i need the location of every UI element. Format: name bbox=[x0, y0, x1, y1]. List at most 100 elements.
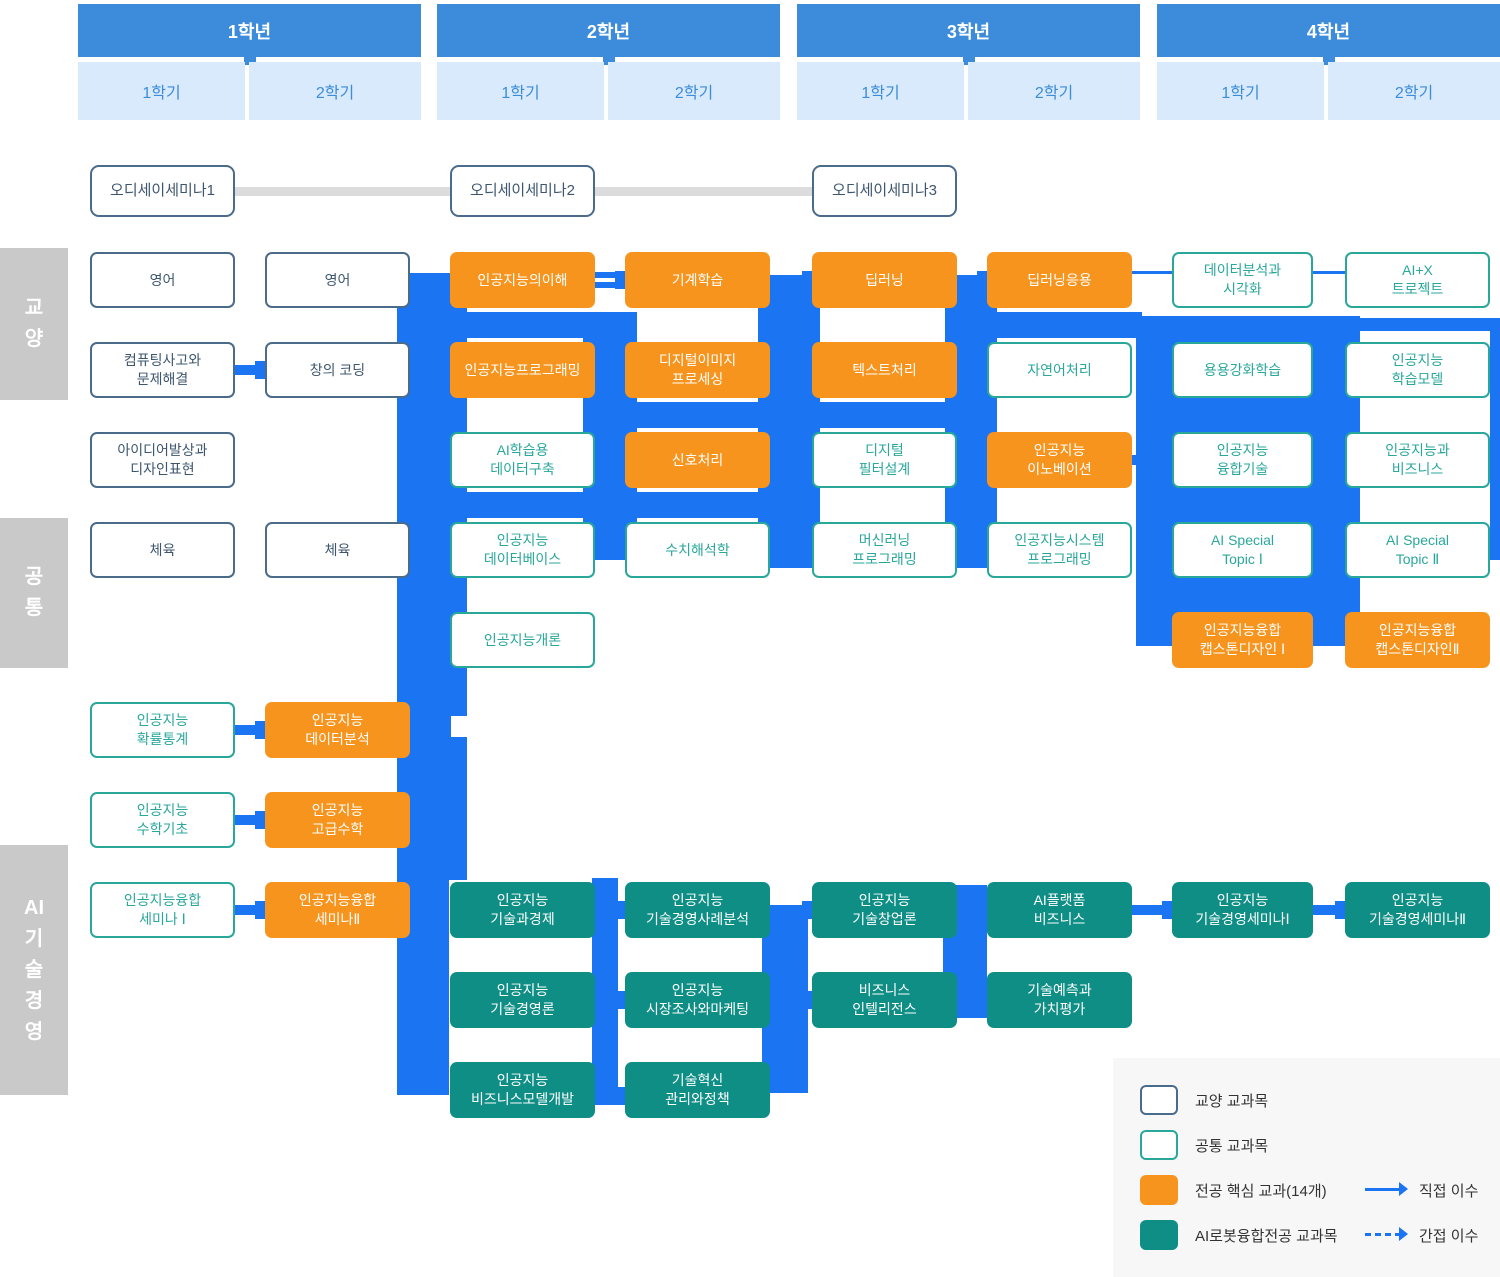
direct-link-bar bbox=[595, 902, 623, 908]
direct-link-bar bbox=[235, 905, 263, 915]
direct-link-bar bbox=[595, 992, 623, 998]
direct-link-bar bbox=[595, 545, 623, 555]
course-box: AI Special Topic Ⅱ bbox=[1345, 522, 1490, 578]
year-header-1: 1학년 bbox=[78, 4, 421, 57]
course-box: 인공지능 기술경영론 bbox=[450, 972, 595, 1028]
direct-link-arrowhead bbox=[977, 541, 989, 559]
direct-link-bar bbox=[595, 372, 623, 378]
legend-swatch-common bbox=[1140, 1130, 1178, 1160]
year-header-2: 2학년 bbox=[437, 4, 780, 57]
direct-link-line bbox=[1132, 271, 1172, 274]
direct-link-bar bbox=[595, 1098, 623, 1104]
connector-trunk bbox=[800, 402, 960, 428]
course-box: 인공지능프로그래밍 bbox=[450, 342, 595, 398]
legend-arrowhead-icon bbox=[1399, 1182, 1408, 1196]
course-box: AI플랫폼 비즈니스 bbox=[987, 882, 1132, 938]
course-box: 창의 코딩 bbox=[265, 342, 410, 398]
legend-arrow-label: 간접 이수 bbox=[1419, 1227, 1479, 1245]
direct-link-arrowhead bbox=[977, 361, 989, 379]
direct-link-arrowhead bbox=[615, 991, 627, 1009]
course-box: 인공지능 데이터분석 bbox=[265, 702, 410, 758]
legend-label: AI로봇융합전공 교과목 bbox=[1195, 1227, 1338, 1245]
year-header-notch bbox=[603, 55, 615, 65]
direct-link-arrowhead bbox=[802, 991, 814, 1009]
course-box: 인공지능 수학기초 bbox=[90, 792, 235, 848]
course-box: 인공지능융합 세미나 Ⅰ bbox=[90, 882, 235, 938]
direct-link-bar bbox=[770, 1002, 810, 1008]
course-box: 디지털이미지 프로세싱 bbox=[625, 342, 770, 398]
trunk-notch bbox=[451, 716, 468, 737]
direct-link-arrowhead bbox=[615, 541, 627, 559]
direct-link-arrowhead bbox=[255, 901, 267, 919]
course-box: 인공지능 고급수학 bbox=[265, 792, 410, 848]
direct-link-bar bbox=[957, 905, 985, 915]
direct-link-bar bbox=[1132, 905, 1170, 915]
course-box: 딥러닝 bbox=[812, 252, 957, 308]
direct-link-bar bbox=[957, 362, 985, 368]
course-box: AI+X 트로젝트 bbox=[1345, 252, 1490, 308]
year-header-notch bbox=[1323, 55, 1335, 65]
direct-link-arrowhead bbox=[615, 1087, 627, 1105]
legend-solid-arrow bbox=[1365, 1188, 1401, 1191]
odyssey-link-line bbox=[235, 187, 450, 196]
connector-trunk bbox=[450, 312, 595, 338]
course-box: 기계학습 bbox=[625, 252, 770, 308]
direct-link-arrowhead bbox=[977, 271, 989, 289]
direct-link-bar bbox=[235, 725, 263, 735]
direct-link-bar bbox=[770, 545, 810, 555]
course-box: 용용강화학습 bbox=[1172, 342, 1313, 398]
legend-label: 전공 핵심 교과(14개) bbox=[1195, 1182, 1327, 1200]
course-box: 영어 bbox=[90, 252, 235, 308]
course-box: 인공지능융합 세미나Ⅱ bbox=[265, 882, 410, 938]
legend-row: AI로봇융합전공 교과목 간접 이수 bbox=[1113, 1220, 1500, 1250]
direct-link-arrowhead bbox=[1162, 451, 1174, 469]
year-header-notch bbox=[244, 55, 256, 65]
year-header-notch bbox=[963, 55, 975, 65]
direct-link-bar bbox=[595, 272, 623, 278]
course-box: 인공지능 기술창업론 bbox=[812, 882, 957, 938]
direct-link-bar bbox=[770, 992, 810, 998]
direct-link-line bbox=[1313, 271, 1345, 274]
direct-link-bar bbox=[1313, 905, 1343, 915]
semester-header-4-2: 2학기 bbox=[1328, 62, 1500, 120]
direct-link-arrowhead bbox=[802, 901, 814, 919]
direct-link-bar bbox=[235, 815, 263, 825]
course-box: 체육 bbox=[90, 522, 235, 578]
course-box: 비즈니스 인텔리전스 bbox=[812, 972, 957, 1028]
legend-row: 전공 핵심 교과(14개)직접 이수 bbox=[1113, 1175, 1500, 1205]
direct-link-bar bbox=[957, 275, 985, 285]
direct-link-bar bbox=[957, 992, 985, 998]
course-box: 인공지능 확률통계 bbox=[90, 702, 235, 758]
course-box: 텍스트처리 bbox=[812, 342, 957, 398]
direct-link-bar bbox=[770, 905, 810, 915]
legend-row: 교양 교과목 bbox=[1113, 1085, 1500, 1115]
course-box: 아이디어발상과 디자인표현 bbox=[90, 432, 235, 488]
direct-link-bar bbox=[595, 912, 623, 918]
semester-header-2-1: 1학기 bbox=[437, 62, 604, 120]
course-box: 인공지능의이해 bbox=[450, 252, 595, 308]
course-box: 인공지능 기술경영사례분석 bbox=[625, 882, 770, 938]
course-box: 딥러닝응용 bbox=[987, 252, 1132, 308]
direct-link-arrowhead bbox=[802, 271, 814, 289]
direct-link-bar bbox=[235, 365, 263, 375]
semester-header-3-1: 1학기 bbox=[797, 62, 964, 120]
course-box: 인공지능융합 캡스톤디자인 Ⅰ bbox=[1172, 612, 1313, 668]
direct-link-arrowhead bbox=[615, 901, 627, 919]
direct-link-bar bbox=[957, 1002, 985, 1008]
direct-link-bar bbox=[595, 282, 623, 288]
year-header-3: 3학년 bbox=[797, 4, 1140, 57]
direct-link-arrowhead bbox=[977, 991, 989, 1009]
course-box: 인공지능 융합기술 bbox=[1172, 432, 1313, 488]
direct-link-arrowhead bbox=[615, 271, 627, 289]
connector-trunk bbox=[397, 492, 813, 518]
course-box: 인공지능 데이터베이스 bbox=[450, 522, 595, 578]
direct-link-bar bbox=[957, 545, 985, 555]
legend-arrowhead-icon bbox=[1399, 1227, 1408, 1241]
course-box: 인공지능 학습모델 bbox=[1345, 342, 1490, 398]
course-box: 인공지능 비즈니스모델개발 bbox=[450, 1062, 595, 1118]
direct-link-arrowhead bbox=[1335, 901, 1347, 919]
